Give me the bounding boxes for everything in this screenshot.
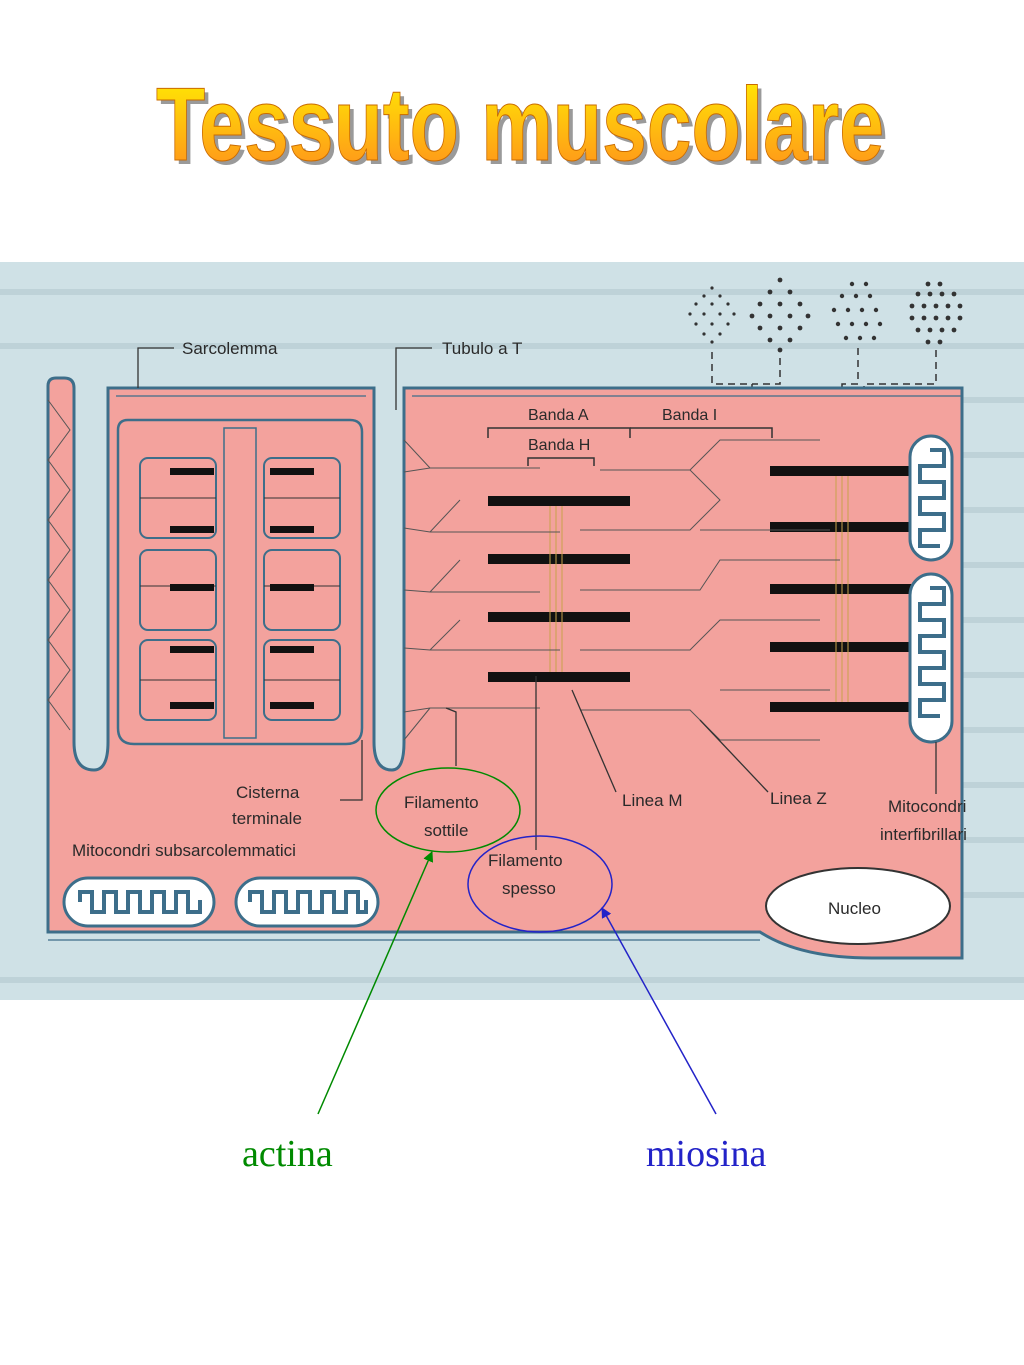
- page-title-shadow: Tessuto muscolare: [160, 71, 888, 187]
- label-nucleo: Nucleo: [828, 899, 881, 918]
- label-cisterna-line2: terminale: [232, 809, 302, 828]
- miosina-arrow: [601, 907, 717, 1115]
- annotation-actina: actina: [242, 1133, 333, 1175]
- label-banda-a: Banda A: [528, 407, 589, 424]
- interfibrillar-mitochondria: [908, 434, 954, 744]
- actina-highlight-circle: [375, 767, 521, 853]
- label-filamento-spesso-line1: Filamento: [488, 851, 563, 870]
- label-banda-i: Banda I: [662, 407, 717, 424]
- label-filamento-sottile-line1: Filamento: [404, 793, 479, 812]
- m-line-lattice: [549, 476, 849, 702]
- label-banda-h: Banda H: [528, 437, 590, 454]
- faint-page-text-lines: [0, 289, 1024, 983]
- label-leader-lines: [137, 347, 937, 850]
- annotation-miosina: miosina: [646, 1133, 766, 1175]
- label-sarcolemma: Sarcolemma: [182, 339, 278, 358]
- label-mitocondri-interfibrillari-line2: interfibrillari: [880, 825, 967, 844]
- label-filamento-sottile-line2: sottile: [424, 821, 468, 840]
- miosina-highlight-circle: [467, 835, 613, 933]
- thin-filaments: [403, 439, 840, 741]
- thick-filaments: [488, 466, 912, 712]
- left-edge-zigzag: [47, 399, 71, 731]
- label-filamento-spesso-line2: spesso: [502, 879, 556, 898]
- label-linea-z: Linea Z: [770, 789, 827, 808]
- cross-section-patterns: [688, 277, 963, 353]
- nucleus: [765, 867, 951, 945]
- label-cisterna-line1: Cisterna: [236, 783, 300, 802]
- label-tubulo-a-t: Tubulo a T: [442, 339, 522, 358]
- actina-arrow: [317, 851, 434, 1115]
- label-mitocondri-subsarcolemmatici: Mitocondri subsarcolemmatici: [72, 841, 296, 860]
- subsarcolemmal-mitochondria: [62, 876, 380, 928]
- label-linea-m: Linea M: [622, 791, 682, 810]
- sarcoplasmic-reticulum: [116, 418, 364, 746]
- label-mitocondri-interfibrillari-line1: Mitocondri: [888, 797, 966, 816]
- page-title: Tessuto muscolare: [156, 67, 884, 183]
- band-brackets: [487, 427, 773, 466]
